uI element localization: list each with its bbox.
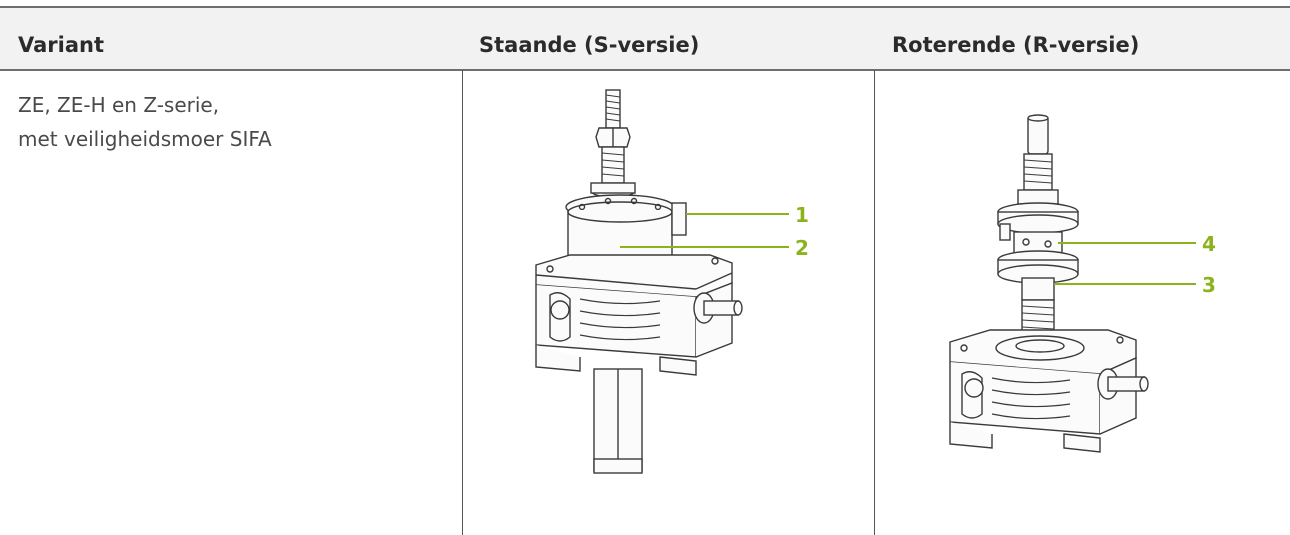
table-top-rule (0, 6, 1290, 8)
header-rotating-version: Roterende (R-versie) (892, 33, 1140, 57)
header-standing-version: Staande (S-versie) (479, 33, 700, 57)
table-header-row: Variant Staande (S-versie) Roterende (R-… (0, 8, 1290, 71)
callout-number: 4 (1202, 232, 1216, 256)
callout-number: 1 (795, 203, 809, 227)
callout-number: 3 (1202, 273, 1216, 297)
standing-jack-drawing: 1 2 (535, 89, 809, 474)
callout-number: 2 (795, 236, 809, 260)
variant-line: ZE, ZE-H en Z-serie, (18, 93, 220, 117)
header-variant: Variant (18, 33, 104, 57)
variant-cell: ZE, ZE-H en Z-serie, met veiligheidsmoer… (18, 88, 272, 156)
column-divider (462, 70, 463, 535)
variant-line: met veiligheidsmoer SIFA (18, 127, 272, 151)
column-divider (874, 70, 875, 535)
rotating-jack-drawing: 4 3 (949, 114, 1216, 453)
